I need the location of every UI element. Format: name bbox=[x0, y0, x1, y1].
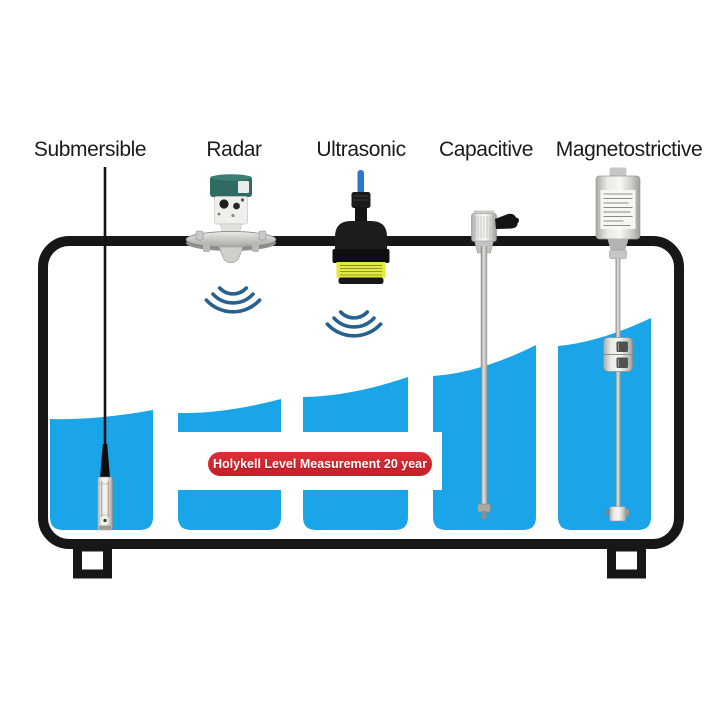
liquid-level-bars bbox=[50, 318, 651, 530]
magnetostrictive-sensor bbox=[595, 167, 641, 522]
label-magnetostrictive: Magnetostrictive bbox=[555, 138, 703, 161]
capacitive-sensor bbox=[471, 210, 519, 519]
tank-leg-right bbox=[607, 542, 646, 579]
label-capacitive: Capacitive bbox=[438, 138, 534, 161]
label-submersible: Submersible bbox=[33, 138, 147, 161]
brand-banner: Holykell Level Measurement 20 year bbox=[208, 452, 432, 476]
radar-sensor bbox=[185, 174, 277, 264]
label-ultrasonic: Ultrasonic bbox=[316, 138, 406, 161]
ultrasonic-wave-icon bbox=[325, 310, 383, 338]
submersible-sensor bbox=[97, 167, 113, 531]
ultrasonic-sensor bbox=[332, 170, 390, 284]
label-radar: Radar bbox=[206, 138, 262, 161]
radar-wave-icon bbox=[204, 286, 262, 314]
tank-leg-left bbox=[73, 542, 112, 579]
